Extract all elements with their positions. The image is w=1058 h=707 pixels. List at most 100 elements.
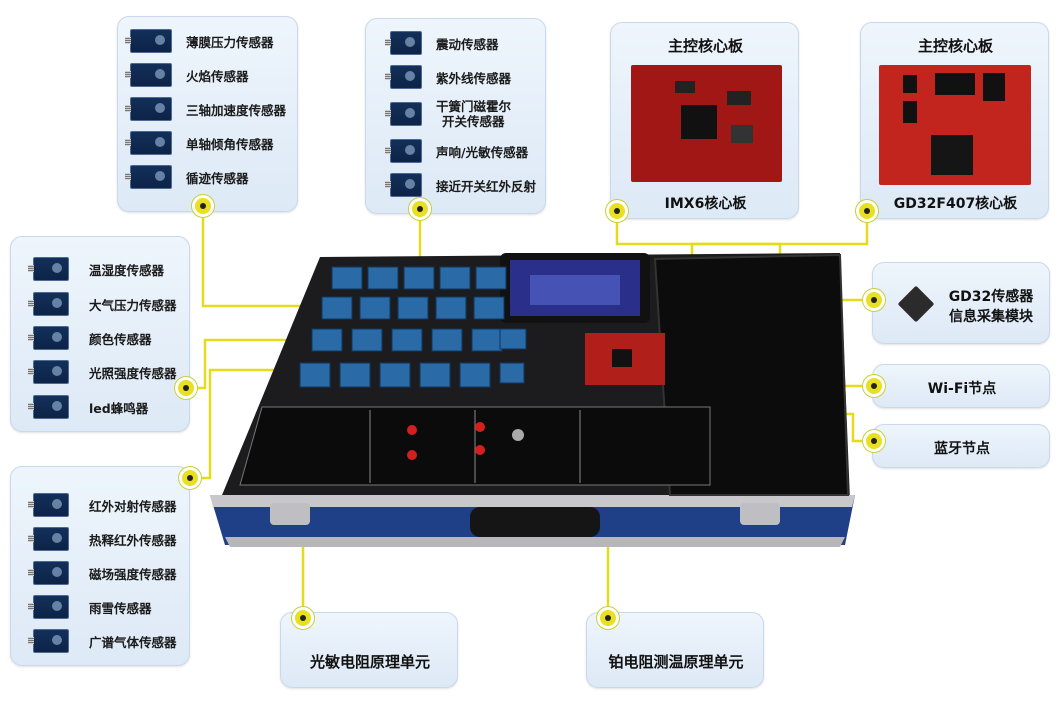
sensor-module-icon <box>28 527 69 551</box>
sensor-module-icon <box>125 29 172 53</box>
sensor-panel-top-left: 薄膜压力传感器 火焰传感器 三轴加速度传感器 单轴倾角传感器 循迹传感器 <box>117 16 298 212</box>
sensor-label: 三轴加速度传感器 <box>186 102 287 118</box>
sensor-label: 单轴倾角传感器 <box>186 136 274 152</box>
list-item: 声响/光敏传感器 <box>385 139 529 163</box>
connector-dot-icon <box>866 433 882 449</box>
sensor-module-icon <box>28 595 69 619</box>
connector-dot-icon <box>859 203 875 219</box>
list-item: 热释红外传感器 <box>28 527 177 551</box>
list-item: 大气压力传感器 <box>28 292 177 316</box>
chip-icon <box>935 73 975 95</box>
sensor-label: 雨雪传感器 <box>89 600 152 616</box>
sensor-module-icon <box>28 292 69 316</box>
wifi-node-panel: Wi-Fi节点 <box>872 364 1050 408</box>
gd32-board-image <box>879 65 1031 185</box>
sensor-label: 开关传感器 <box>442 114 505 129</box>
list-item: 广谱气体传感器 <box>28 629 177 653</box>
sensor-label: 光照强度传感器 <box>89 365 177 381</box>
list-item: 红外对射传感器 <box>28 493 177 517</box>
list-item: led蜂鸣器 <box>28 395 149 419</box>
wifi-node-label: Wi-Fi节点 <box>927 381 997 397</box>
sensor-module-icon <box>28 395 69 419</box>
cpu-chip-icon <box>681 105 717 139</box>
core-board-panel-gd32: 主控核心板 GD32F407核心板 <box>860 22 1049 219</box>
sensor-module-icon <box>28 326 69 350</box>
sensor-module-icon <box>385 173 422 197</box>
connector-dot-icon <box>609 203 625 219</box>
sensor-panel-top-mid: 震动传感器 紫外线传感器 干簧门磁霍尔 开关传感器 声响/光敏传感器 接近开关红… <box>365 18 546 214</box>
gd32-module-label: GD32传感器 信息采集模块 <box>941 287 1041 327</box>
mcu-chip-icon <box>931 135 973 175</box>
sensor-module-icon <box>125 63 172 87</box>
connector-dot-icon <box>866 378 882 394</box>
connector-dot-icon <box>600 610 616 626</box>
sensor-module-icon <box>28 493 69 517</box>
list-item: 震动传感器 <box>385 31 499 55</box>
sensor-label: 颜色传感器 <box>89 331 152 347</box>
sensor-label: 火焰传感器 <box>186 68 249 84</box>
platinum-rtd-unit-label: 铂电阻测温原理单元 <box>608 653 744 671</box>
sensor-module-icon <box>385 65 422 89</box>
core-board-panel-imx6: 主控核心板 IMX6核心板 <box>610 22 799 219</box>
sensor-module-icon <box>125 165 172 189</box>
sensor-label: 磁场强度传感器 <box>89 566 177 582</box>
connector-dot-icon <box>182 470 198 486</box>
connector-dot-icon <box>178 380 194 396</box>
sensor-module-icon <box>28 257 69 281</box>
imx6-board-image <box>631 65 782 182</box>
list-item: 薄膜压力传感器 <box>125 29 274 53</box>
platinum-rtd-unit-panel: 铂电阻测温原理单元 <box>586 612 764 688</box>
sensor-module-icon <box>385 31 422 55</box>
sensor-module-icon <box>385 102 422 126</box>
experiment-case-image <box>210 253 855 547</box>
list-item: 磁场强度传感器 <box>28 561 177 585</box>
panel-title: 主控核心板 <box>917 37 993 55</box>
board-caption: IMX6核心板 <box>664 196 747 212</box>
list-item: 紫外线传感器 <box>385 65 511 89</box>
sensor-label: led蜂鸣器 <box>89 400 149 416</box>
sensor-module-grid <box>299 266 527 388</box>
panel-title: 主控核心板 <box>667 37 743 55</box>
bluetooth-node-panel: 蓝牙节点 <box>872 424 1050 468</box>
label-line: GD32传感器 <box>948 289 1034 305</box>
sensor-label: 接近开关红外反射 <box>436 178 537 194</box>
chip-icon <box>983 73 1005 101</box>
sensor-label: 循迹传感器 <box>186 170 249 186</box>
ram-chip-icon <box>727 91 751 105</box>
sensor-panel-mid-left: 温湿度传感器 大气压力传感器 颜色传感器 光照强度传感器 led蜂鸣器 <box>10 236 190 432</box>
sensor-label: 温湿度传感器 <box>89 262 165 278</box>
sensor-label: 红外对射传感器 <box>89 498 177 514</box>
sensor-module-icon <box>385 139 422 163</box>
chip-icon <box>731 125 753 143</box>
sensor-label: 薄膜压力传感器 <box>186 34 274 50</box>
sensor-label: 热释红外传感器 <box>89 532 177 548</box>
sensor-module-icon <box>125 97 172 121</box>
case-handle <box>470 507 600 537</box>
label-line: 信息采集模块 <box>949 309 1033 325</box>
connector-dot-icon <box>295 610 311 626</box>
sensor-module-icon <box>28 629 69 653</box>
list-item: 三轴加速度传感器 <box>125 97 287 121</box>
sensor-label: 干簧门磁霍尔 <box>436 99 512 114</box>
sensor-label: 大气压力传感器 <box>89 297 177 313</box>
sensor-module-icon <box>125 131 172 155</box>
bluetooth-node-label: 蓝牙节点 <box>934 441 990 457</box>
board-caption: GD32F407核心板 <box>893 196 1018 212</box>
list-item: 雨雪传感器 <box>28 595 152 619</box>
list-item: 循迹传感器 <box>125 165 249 189</box>
chip-icon <box>897 285 935 323</box>
gd32-module-panel: GD32传感器 信息采集模块 <box>872 262 1050 344</box>
connector-dot-icon <box>412 201 428 217</box>
sensor-label: 声响/光敏传感器 <box>436 144 529 160</box>
connector-dot-icon <box>195 198 211 214</box>
sensor-label: 广谱气体传感器 <box>89 634 177 650</box>
photoresistor-unit-panel: 光敏电阻原理单元 <box>280 612 458 688</box>
chip-icon <box>903 75 917 93</box>
list-item: 接近开关红外反射 <box>385 173 537 197</box>
list-item: 温湿度传感器 <box>28 257 165 281</box>
photoresistor-unit-label: 光敏电阻原理单元 <box>309 653 430 671</box>
list-item: 颜色传感器 <box>28 326 152 350</box>
list-item: 火焰传感器 <box>125 63 249 87</box>
ram-chip-icon <box>675 81 695 93</box>
sensor-label: 震动传感器 <box>436 36 499 52</box>
